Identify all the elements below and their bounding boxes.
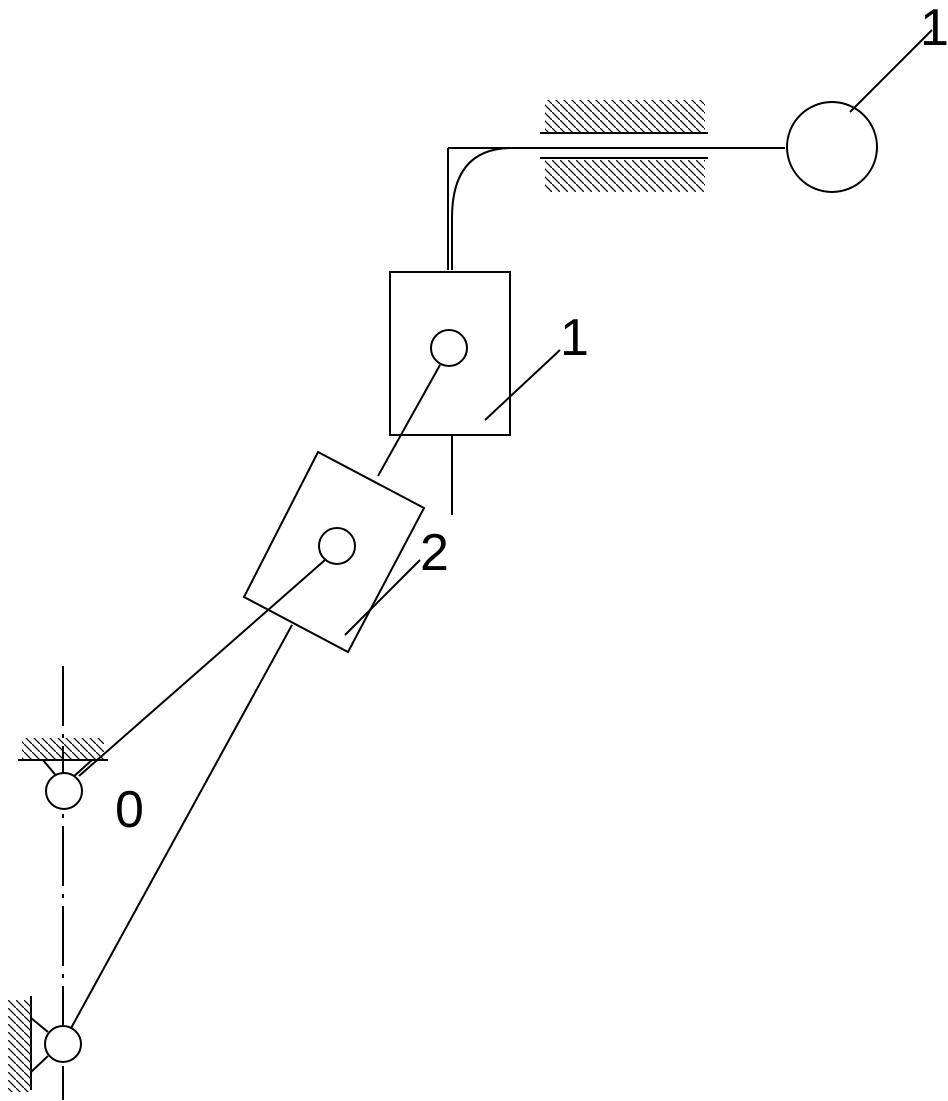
upper-ground-pivot <box>18 738 108 810</box>
crank-upper <box>78 559 326 777</box>
label-slider: 1 <box>560 309 589 367</box>
label-block: 2 <box>420 524 449 582</box>
link-slider-to-block <box>377 364 441 477</box>
slider-pin <box>430 329 468 367</box>
label-pivot: 0 <box>115 781 144 839</box>
label-top-right: 1 <box>920 0 948 57</box>
slider-block <box>389 271 511 436</box>
leader-block <box>344 559 421 636</box>
top-guide-ground <box>545 100 705 192</box>
leader-top-right <box>849 29 933 113</box>
block-pin <box>318 527 356 565</box>
leader-slider <box>484 349 561 421</box>
link-lower <box>69 624 293 1031</box>
lower-ground-pivot <box>8 996 82 1092</box>
end-circle <box>786 101 878 193</box>
